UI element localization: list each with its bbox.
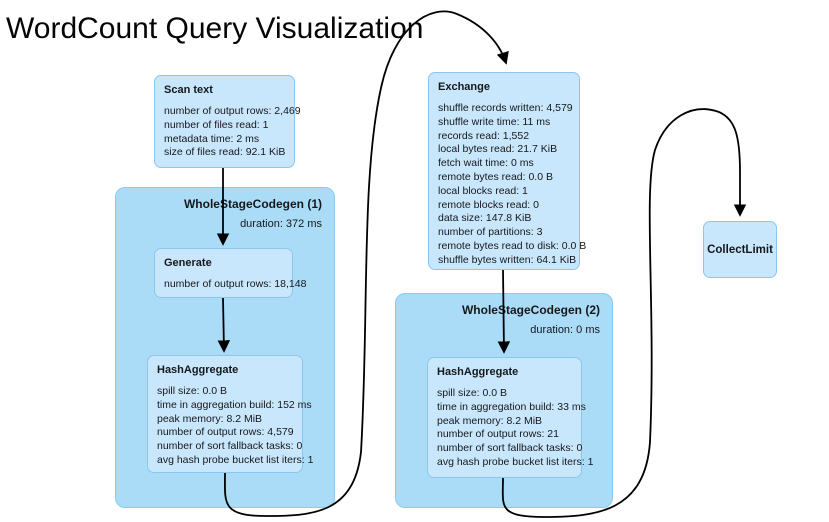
metric-line: local blocks read: 1 xyxy=(438,184,528,197)
cluster-wholestagecodegen-1-label: WholeStageCodegen (1) xyxy=(183,197,322,211)
metric-line: number of sort fallback tasks: 0 xyxy=(437,442,583,455)
metric-line: remote blocks read: 0 xyxy=(438,198,539,211)
metric-line: shuffle write time: 11 ms xyxy=(438,115,551,128)
node-generate-metrics: number of output rows: 18,148 xyxy=(164,278,307,292)
metric-line: spill size: 0.0 B xyxy=(437,387,508,399)
metric-line: records read: 1,552 xyxy=(438,129,530,142)
metric-line: number of sort fallback tasks: 0 xyxy=(157,440,303,453)
metric-line: avg hash probe bucket list iters: 1 xyxy=(437,455,594,468)
metric-line: shuffle bytes written: 64.1 KiB xyxy=(438,253,577,266)
metric-line: peak memory: 8.2 MiB xyxy=(157,412,263,425)
metric-line: number of output rows: 4,579 xyxy=(157,426,294,439)
metric-line: number of files read: 1 xyxy=(164,118,269,131)
metric-line: number of output rows: 21 xyxy=(437,428,559,441)
metric-line: metadata time: 2 ms xyxy=(164,132,260,145)
page-title: WordCount Query Visualization xyxy=(6,12,424,45)
metric-line: number of output rows: 18,148 xyxy=(164,278,307,290)
cluster-wholestagecodegen-1-duration: duration: 372 ms xyxy=(240,218,322,230)
metric-line: remote bytes read: 0.0 B xyxy=(438,170,553,183)
metric-line: spill size: 0.0 B xyxy=(157,385,228,397)
metric-line: number of partitions: 3 xyxy=(438,226,543,239)
node-exchange-title: Exchange xyxy=(438,81,490,93)
metric-line: avg hash probe bucket list iters: 1 xyxy=(157,453,314,466)
metric-line: fetch wait time: 0 ms xyxy=(438,157,534,170)
node-collectlimit[interactable]: CollectLimit xyxy=(703,221,777,278)
metric-line: local bytes read: 21.7 KiB xyxy=(438,143,558,156)
node-scan-text-title: Scan text xyxy=(164,84,213,96)
node-collectlimit-title: CollectLimit xyxy=(707,243,773,256)
cluster-wholestagecodegen-2-duration: duration: 0 ms xyxy=(530,324,600,336)
metric-line: peak memory: 8.2 MiB xyxy=(437,414,543,427)
metric-line: time in aggregation build: 33 ms xyxy=(437,400,586,413)
node-hashaggregate-2-title: HashAggregate xyxy=(437,366,519,378)
metric-line: time in aggregation build: 152 ms xyxy=(157,398,312,411)
metric-line: number of output rows: 2,469 xyxy=(164,105,301,117)
cluster-wholestagecodegen-2-label: WholeStageCodegen (2) xyxy=(461,303,600,317)
node-hashaggregate-1-title: HashAggregate xyxy=(157,364,239,376)
metric-line: data size: 147.8 KiB xyxy=(438,212,532,225)
metric-line: remote bytes read to disk: 0.0 B xyxy=(438,239,587,252)
node-generate[interactable]: Generate number of output rows: 18,148 xyxy=(154,248,307,298)
node-generate-title: Generate xyxy=(164,257,212,269)
metric-line: size of files read: 92.1 KiB xyxy=(164,146,286,159)
metric-line: shuffle records written: 4,579 xyxy=(438,102,573,114)
